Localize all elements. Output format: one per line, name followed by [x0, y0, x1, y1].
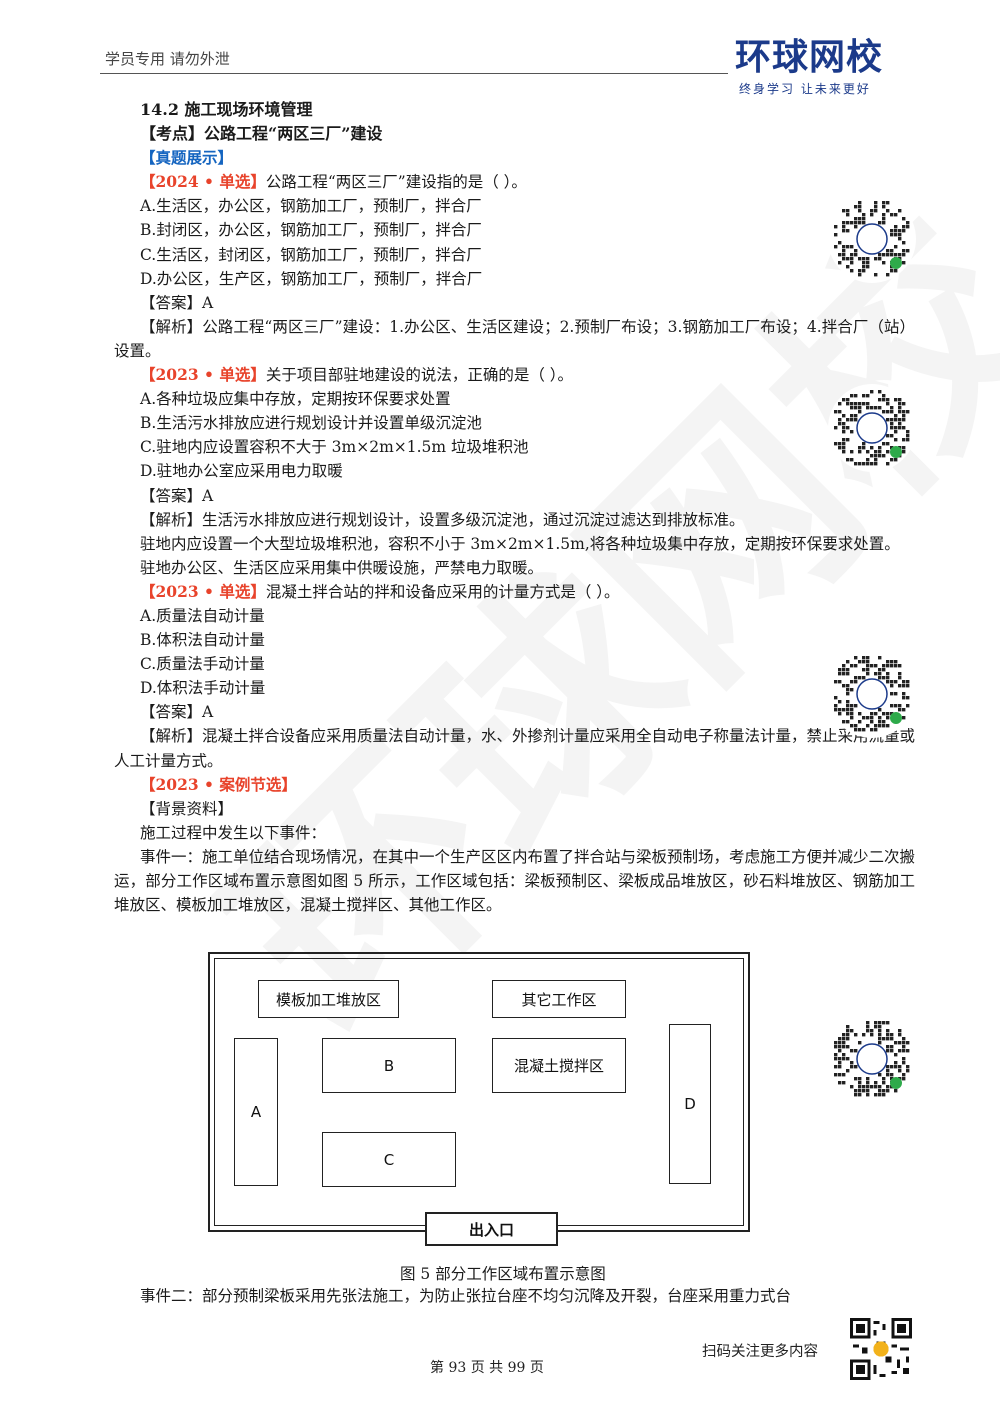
site-layout-diagram: 模板加工堆放区 其它工作区 B 混凝土搅拌区 A C D — [208, 952, 750, 1232]
document-body: 14.2 施工现场环境管理 【考点】公路工程“两区三厂”建设 【真题展示】 【2… — [114, 98, 915, 917]
option: C.驻地内应设置容积不大于 3m×2m×1.5m 垃圾堆积池 — [140, 438, 529, 457]
header-divider — [100, 73, 728, 74]
mini-program-qr-icon — [828, 195, 916, 283]
question-1-stem: 【2024 • 单选】公路工程“两区三厂”建设指的是（ ）。 — [140, 172, 527, 192]
case-tag: 【2023 • 案例节选】 — [140, 774, 297, 794]
confidential-notice: 学员专用 请勿外泄 — [105, 50, 230, 68]
option: A.质量法自动计量 — [140, 606, 265, 625]
brand-logo: 环球网校 终身学习 让未来更好 — [735, 38, 920, 100]
background-label: 【背景资料】 — [140, 799, 234, 818]
other-work-area: 其它工作区 — [492, 980, 626, 1018]
event-1: 事件一：施工单位结合现场情况，在其中一个生产区区内布置了拌合站与梁板预制场，考虑… — [114, 847, 916, 915]
analysis: 【解析】混凝土拌合设备应采用质量法自动计量，水、外掺剂计量应采用全自动电子称量法… — [114, 727, 916, 770]
answer: 【答案】A — [140, 293, 214, 312]
option: D.驻地办公室应采用电力取暖 — [140, 462, 343, 481]
analysis: 【解析】生活污水排放应进行规划设计，设置多级沉淀池，通过沉淀过滤达到排放标准。 — [140, 510, 745, 529]
scan-prompt: 扫码关注更多内容 — [702, 1344, 818, 1360]
answer: 【答案】A — [140, 486, 214, 505]
question-tag: 【2023 • 单选】 — [140, 365, 266, 385]
question-2-stem: 【2023 • 单选】关于项目部驻地建设的说法，正确的是（ ）。 — [140, 365, 574, 385]
option: C.质量法手动计量 — [140, 655, 265, 674]
zone-a: A — [234, 1038, 278, 1186]
logo-tagline: 终身学习 让未来更好 — [739, 82, 871, 96]
zone-d: D — [669, 1024, 711, 1184]
analysis: 【解析】公路工程“两区三厂”建设：1.办公区、生活区建设；2.预制厂布设；3.钢… — [114, 317, 915, 360]
concrete-mixing-area: 混凝土搅拌区 — [492, 1038, 626, 1093]
case-intro: 施工过程中发生以下事件： — [140, 823, 327, 842]
option: D.办公区，生产区，钢筋加工厂，预制厂，拌合厂 — [140, 269, 483, 288]
formwork-area: 模板加工堆放区 — [258, 980, 399, 1018]
question-3-stem: 【2023 • 单选】混凝土拌合站的拌和设备应采用的计量方式是（ ）。 — [140, 581, 620, 601]
zone-c: C — [322, 1132, 456, 1187]
option: B.封闭区，办公区，钢筋加工厂，预制厂，拌合厂 — [140, 221, 482, 240]
mini-program-qr-icon — [828, 1015, 916, 1103]
option: B.体积法自动计量 — [140, 631, 265, 650]
option: A.各种垃圾应集中存放，定期按环保要求处置 — [140, 390, 451, 409]
topic-title: 【考点】公路工程“两区三厂”建设 — [140, 124, 383, 144]
option: A.生活区，办公区，钢筋加工厂，预制厂，拌合厂 — [140, 197, 482, 216]
section-title: 14.2 施工现场环境管理 — [140, 100, 313, 119]
entrance: 出入口 — [425, 1212, 558, 1246]
event-2: 事件二：部分预制梁板采用先张法施工，为防止张拉台座不均匀沉降及开裂，台座采用重力… — [140, 1287, 792, 1305]
mini-program-qr-icon — [828, 650, 916, 738]
exam-heading: 【真题展示】 — [140, 148, 234, 168]
question-tag: 【2023 • 单选】 — [140, 581, 266, 601]
figure-caption: 图 5 部分工作区域布置示意图 — [400, 1265, 606, 1283]
page-number: 第 93 页 共 99 页 — [430, 1360, 544, 1376]
mini-program-qr-icon — [828, 384, 916, 472]
zone-b: B — [322, 1038, 456, 1093]
option: D.体积法手动计量 — [140, 679, 266, 698]
logo-text: 环球网校 — [735, 37, 884, 78]
option: B.生活污水排放应进行规划设计并设置单级沉淀池 — [140, 414, 482, 433]
question-tag: 【2024 • 单选】 — [140, 172, 266, 192]
analysis-paragraph: 驻地内应设置一个大型垃圾堆积池，容积不小于 3m×2m×1.5m,将各种垃圾集中… — [140, 534, 900, 553]
answer: 【答案】A — [140, 703, 214, 722]
analysis-paragraph: 驻地办公区、生活区应采用集中供暖设施，严禁电力取暖。 — [140, 558, 544, 577]
option: C.生活区，封闭区，钢筋加工厂，预制厂，拌合厂 — [140, 245, 482, 264]
wechat-qr-icon — [850, 1318, 912, 1380]
